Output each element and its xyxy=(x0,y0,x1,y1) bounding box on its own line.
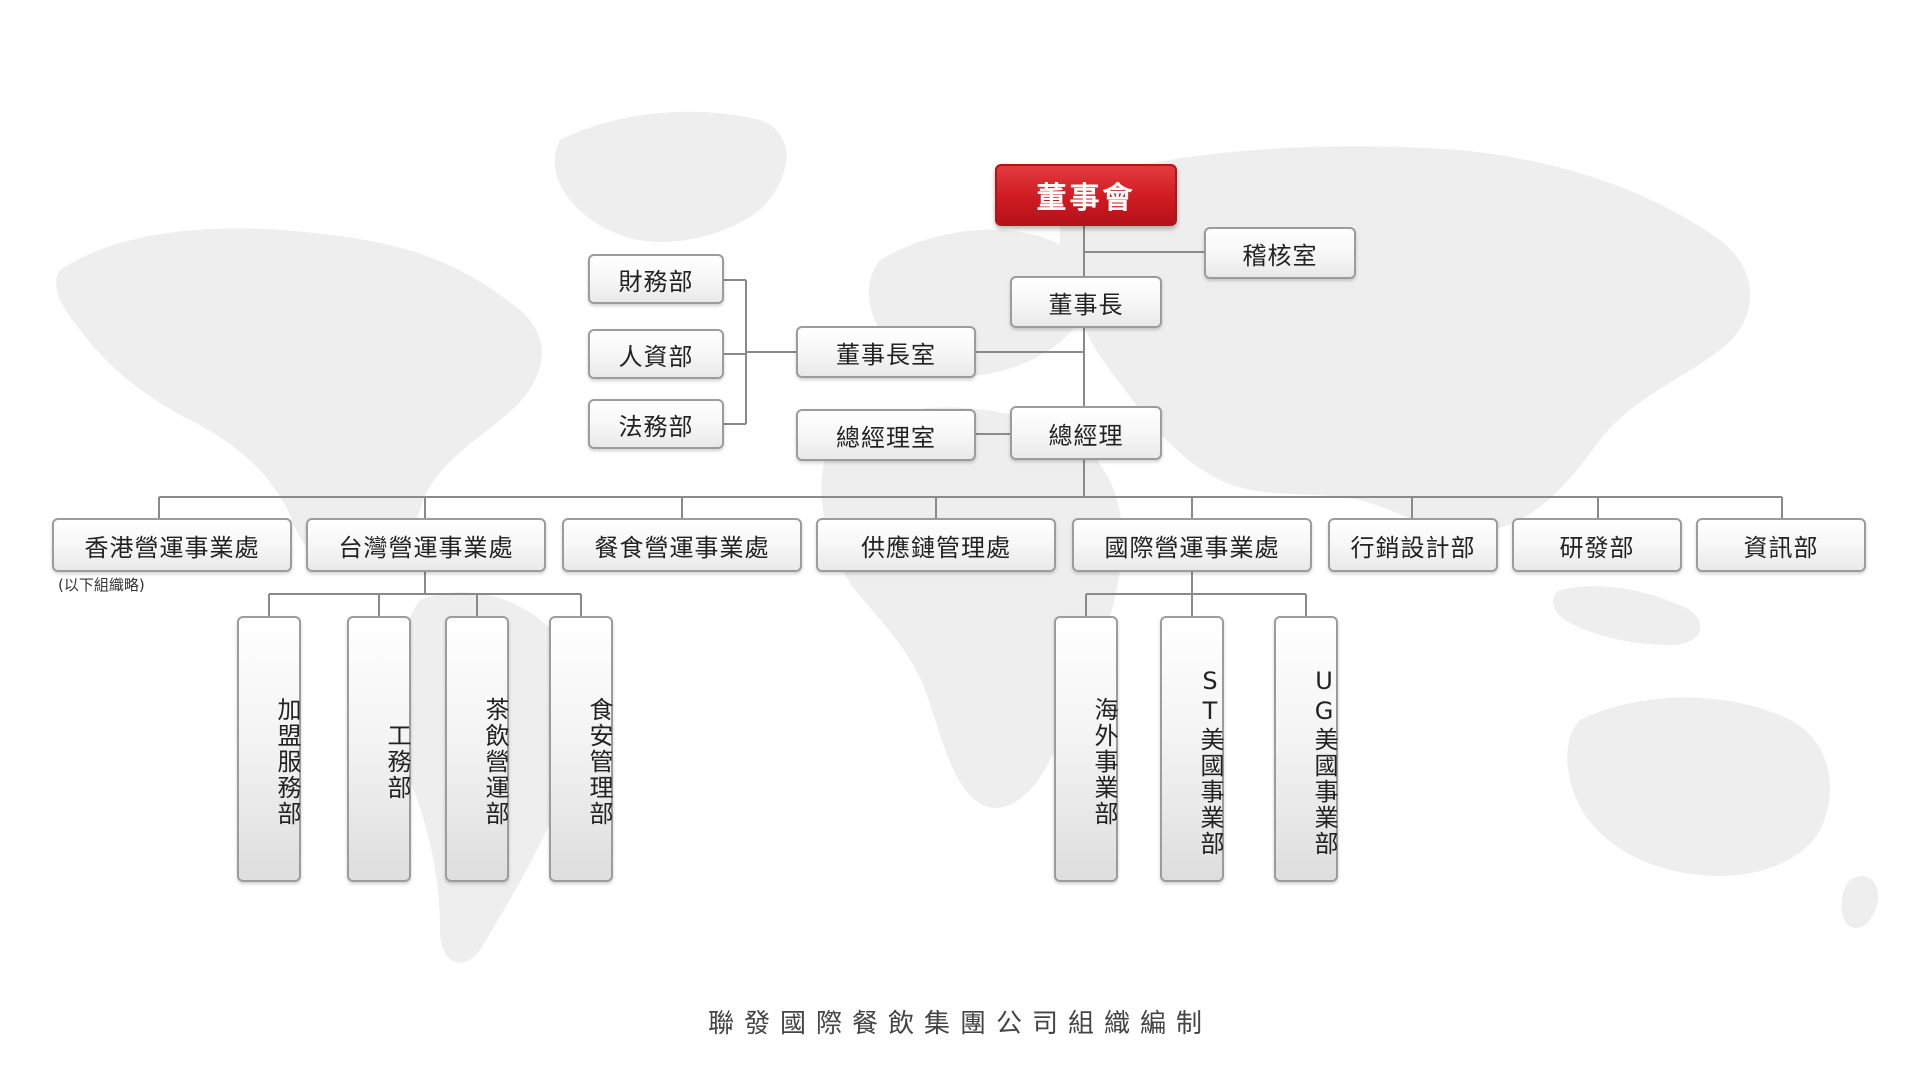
division-taiwan[interactable]: 台灣營運事業處 xyxy=(306,518,546,572)
division-supply-chain[interactable]: 供應鏈管理處 xyxy=(816,518,1056,572)
division-rnd[interactable]: 研發部 xyxy=(1512,518,1682,572)
board-of-directors-box[interactable]: 董事會 xyxy=(995,164,1177,226)
legal-dept-box[interactable]: 法務部 xyxy=(588,399,724,449)
dept-st-us-business[interactable]: ST美國事業部 xyxy=(1160,616,1224,882)
dept-food-safety[interactable]: 食安管理部 xyxy=(549,616,613,882)
division-it[interactable]: 資訊部 xyxy=(1696,518,1866,572)
dept-overseas-business[interactable]: 海外事業部 xyxy=(1054,616,1118,882)
chairman-office-box[interactable]: 董事長室 xyxy=(796,326,976,378)
finance-dept-box[interactable]: 財務部 xyxy=(588,254,724,304)
hr-dept-box[interactable]: 人資部 xyxy=(588,329,724,379)
division-catering[interactable]: 餐食營運事業處 xyxy=(562,518,802,572)
division-hong-kong[interactable]: 香港營運事業處 xyxy=(52,518,292,572)
division-marketing-design[interactable]: 行銷設計部 xyxy=(1328,518,1498,572)
dept-ug-us-business[interactable]: UG美國事業部 xyxy=(1274,616,1338,882)
chart-caption: 聯發國際餐飲集團公司組織編制 xyxy=(707,1009,1212,1039)
division-international[interactable]: 國際營運事業處 xyxy=(1072,518,1312,572)
dept-engineering[interactable]: 工務部 xyxy=(347,616,411,882)
dept-tea-operations[interactable]: 茶飲營運部 xyxy=(445,616,509,882)
chairman-box[interactable]: 董事長 xyxy=(1010,276,1162,328)
general-manager-box[interactable]: 總經理 xyxy=(1010,406,1162,460)
gm-office-box[interactable]: 總經理室 xyxy=(796,409,976,461)
hk-omitted-note: (以下組織略) xyxy=(58,576,145,594)
dept-franchise-service[interactable]: 加盟服務部 xyxy=(237,616,301,882)
audit-office-box[interactable]: 稽核室 xyxy=(1204,227,1356,279)
